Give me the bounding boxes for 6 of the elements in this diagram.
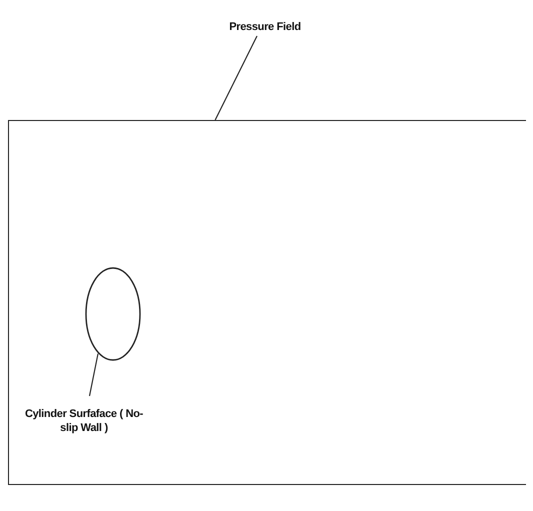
domain-boundary xyxy=(8,120,526,485)
leader-line xyxy=(88,354,99,396)
leader-line xyxy=(214,36,258,120)
label-text: Pressure Field xyxy=(215,6,315,36)
cylinder-outline xyxy=(85,267,141,361)
label-text: Cylinder Surfaface ( No-slip Wall ) xyxy=(19,397,149,443)
